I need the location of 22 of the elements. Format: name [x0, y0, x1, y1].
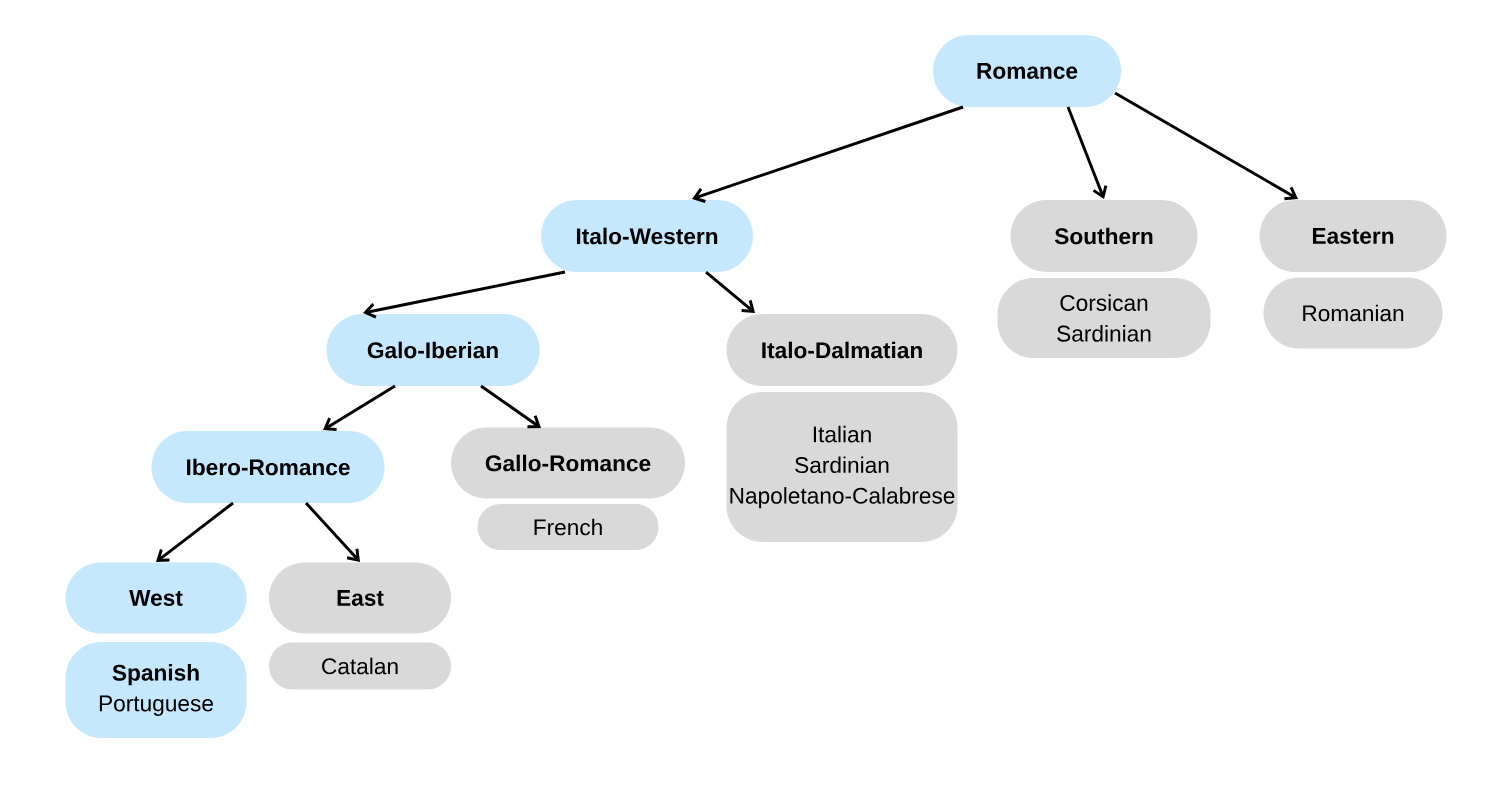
- language-box: French: [477, 504, 659, 550]
- arrow: [705, 270, 755, 313]
- arrow: [304, 502, 360, 562]
- arrow: [323, 384, 396, 431]
- group-box: Galo-Iberian: [326, 314, 540, 386]
- language-box: Catalan: [269, 642, 451, 690]
- group-box: Italo-Western: [541, 200, 753, 272]
- group-box: Gallo-Romance: [451, 427, 685, 499]
- arrow: [156, 501, 234, 562]
- arrow: [692, 105, 964, 203]
- group-box: Italo-Dalmatian: [726, 314, 958, 386]
- group-box: Eastern: [1259, 200, 1447, 272]
- group-box: Ibero-Romance: [151, 431, 385, 503]
- arrow: [363, 270, 566, 319]
- arrow: [1114, 91, 1298, 201]
- language-box: Corsican Sardinian: [997, 278, 1211, 358]
- language-box: Italian Sardinian Napoletano-Calabrese: [726, 392, 958, 542]
- language-box: Spanish Portuguese: [65, 642, 247, 738]
- group-box: Southern: [1010, 200, 1198, 272]
- arrow: [1066, 106, 1108, 199]
- arrow: [480, 384, 541, 429]
- group-box: Romance: [933, 35, 1121, 107]
